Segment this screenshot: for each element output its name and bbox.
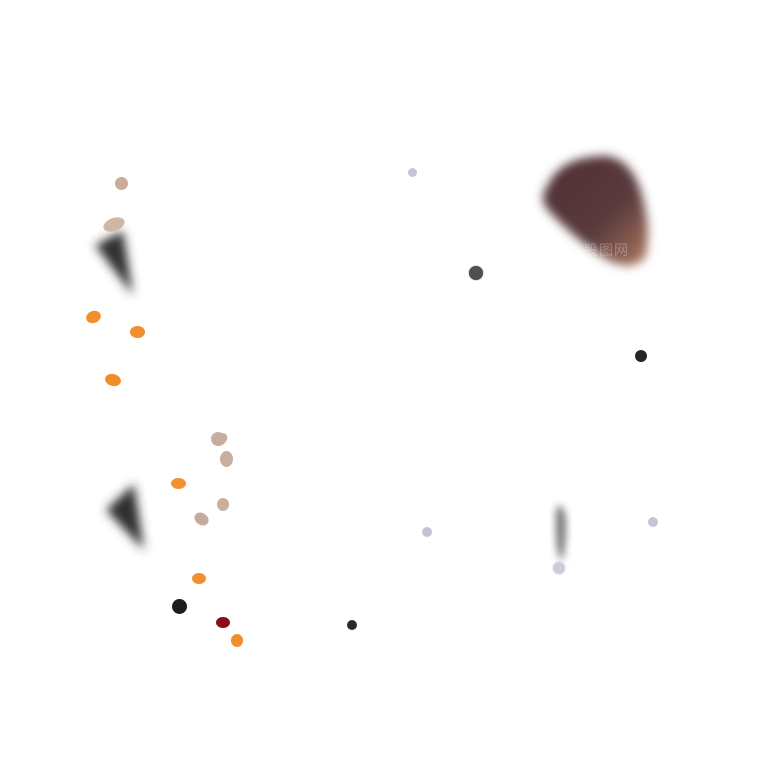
beige-bead xyxy=(191,509,212,529)
beige-bead xyxy=(115,177,128,190)
orange-bead xyxy=(192,573,206,584)
orange-bead xyxy=(103,372,123,388)
orange-bead xyxy=(171,478,186,489)
dark-bead xyxy=(347,620,357,630)
blurred-gray-streak xyxy=(555,505,566,561)
lavender-bead xyxy=(422,527,432,537)
blurred-dark-shard-lower xyxy=(106,484,144,550)
beige-bead xyxy=(217,498,229,511)
blurred-brown-chunk xyxy=(543,155,648,266)
watermark-text: 股图网 xyxy=(584,243,629,259)
lavender-bead xyxy=(408,168,417,177)
lavender-bead xyxy=(648,517,658,527)
orange-bead xyxy=(231,634,243,647)
dark-bead xyxy=(635,350,647,362)
dark-bead xyxy=(172,599,187,614)
beige-bead xyxy=(220,451,233,467)
red-bead xyxy=(216,617,230,628)
dark-bead xyxy=(469,266,483,280)
orange-bead xyxy=(130,326,145,338)
blurred-dark-shard-upper xyxy=(95,231,133,295)
lavender-bead xyxy=(553,562,565,574)
